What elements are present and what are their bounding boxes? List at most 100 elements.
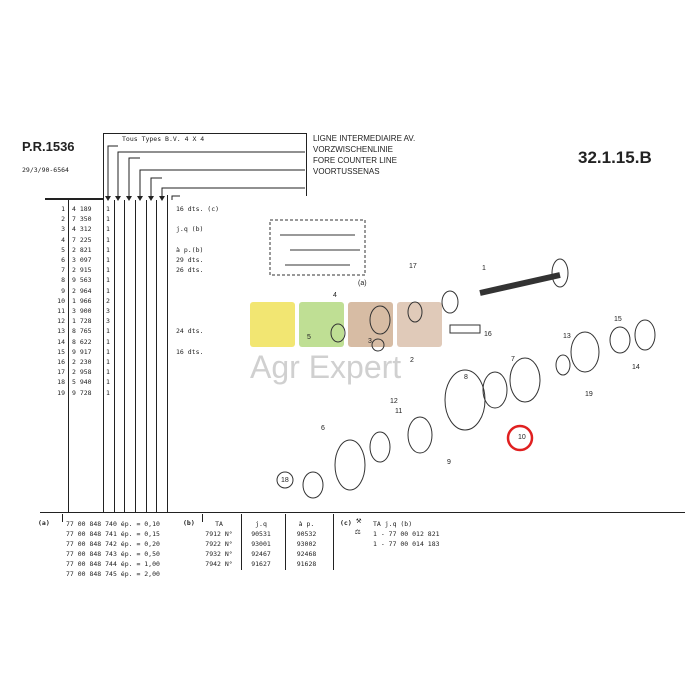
shim-row: 77 00 848 745 ép. = 2,00 bbox=[66, 570, 160, 578]
part-ref: 9 728 bbox=[72, 388, 92, 397]
cell: 7932 N° bbox=[205, 550, 233, 558]
section-code: 32.1.15.B bbox=[578, 148, 652, 167]
part-ref: 4 189 bbox=[72, 205, 92, 213]
part-qty: 1 bbox=[106, 378, 110, 387]
callout-11: 11 bbox=[395, 408, 402, 415]
callout-2: 2 bbox=[410, 357, 414, 364]
callout-17: 17 bbox=[409, 263, 417, 270]
callout-19: 19 bbox=[585, 391, 593, 398]
part-qty: 1 bbox=[106, 347, 110, 356]
part-ref: 2 964 bbox=[72, 286, 92, 295]
part-qty: 2 bbox=[106, 296, 110, 305]
part-n: 18 bbox=[57, 378, 65, 387]
part-qty: 1 bbox=[106, 215, 110, 224]
note-b-label: (b) bbox=[183, 519, 195, 527]
part-ref: 1 728 bbox=[72, 317, 92, 326]
part-ref: 7 350 bbox=[72, 215, 92, 224]
callout-13: 13 bbox=[563, 333, 571, 340]
cell: 93002 bbox=[296, 540, 317, 548]
part-ref: 7 225 bbox=[72, 235, 92, 244]
part-note: 24 dts. bbox=[176, 327, 204, 336]
cell: TA bbox=[215, 520, 223, 528]
callout-12: 12 bbox=[390, 398, 398, 405]
callout-18: 18 bbox=[281, 477, 289, 484]
highlight-circle bbox=[506, 424, 534, 452]
shim-row: 77 00 848 744 ép. = 1,00 bbox=[66, 560, 160, 568]
cell: 90532 bbox=[296, 530, 317, 538]
part-ref: 4 312 bbox=[72, 225, 92, 234]
cell: j.q bbox=[255, 520, 267, 528]
callout-8: 8 bbox=[464, 374, 468, 381]
note-a-label: (a) bbox=[38, 519, 50, 527]
part-ref: 9 917 bbox=[72, 347, 92, 356]
part-n: 14 bbox=[57, 337, 65, 346]
part-qty: 1 bbox=[106, 286, 110, 295]
section-titles: LIGNE INTERMEDIAIRE AV. VORZWISCHENLINIE… bbox=[313, 133, 415, 177]
callout-1: 1 bbox=[482, 265, 486, 272]
callout-15: 15 bbox=[614, 316, 622, 323]
part-qty: 1 bbox=[106, 368, 110, 377]
part-n: 12 bbox=[57, 317, 65, 326]
callout-4: 4 bbox=[333, 292, 337, 299]
title-fr: LIGNE INTERMEDIAIRE AV. bbox=[313, 134, 416, 143]
part-ref: 1 966 bbox=[72, 296, 92, 305]
part-note: à p.(b) bbox=[176, 245, 204, 254]
part-qty: 1 bbox=[106, 276, 110, 285]
page-date: 29/3/90-6564 bbox=[22, 166, 69, 174]
tool-row: 1 - 77 00 012 821 bbox=[373, 530, 440, 538]
callout-5: 5 bbox=[307, 334, 311, 341]
note-c-label: (c) bbox=[340, 519, 352, 527]
part-n: 11 bbox=[57, 307, 65, 315]
part-ref: 9 563 bbox=[72, 276, 92, 285]
callout-3: 3 bbox=[368, 338, 372, 345]
types-label: Tous Types B.V. 4 X 4 bbox=[122, 135, 205, 143]
title-nl: VOORTUSSENAS bbox=[313, 167, 380, 176]
title-en: FORE COUNTER LINE bbox=[313, 156, 398, 165]
cell: 92467 bbox=[251, 550, 271, 558]
part-n: 15 bbox=[57, 347, 65, 356]
cell: 90531 bbox=[251, 530, 271, 538]
part-qty: 1 bbox=[106, 256, 110, 264]
watermark-text: Agr Expert bbox=[250, 349, 402, 385]
column-arrows bbox=[105, 145, 305, 201]
part-note: j.q (b) bbox=[176, 225, 204, 234]
wrench-icon: ⚒ bbox=[356, 516, 362, 526]
part-ref: 2 821 bbox=[72, 245, 92, 254]
part-n: 2 bbox=[61, 215, 65, 224]
part-qty: 1 bbox=[106, 225, 110, 234]
part-ref: 2 230 bbox=[72, 358, 92, 366]
part-ref: 3 900 bbox=[72, 307, 92, 315]
part-n: 19 bbox=[57, 388, 65, 397]
shim-row: 77 00 848 743 ép. = 0,50 bbox=[66, 550, 160, 558]
table-row: TA j.q à p. bbox=[200, 519, 329, 529]
part-ref: 2 958 bbox=[72, 368, 92, 377]
part-qty: 1 bbox=[106, 337, 110, 346]
part-note: 26 dts. bbox=[176, 266, 204, 275]
callout-9: 9 bbox=[447, 459, 451, 466]
cell: à p. bbox=[298, 520, 315, 528]
callout-6: 6 bbox=[321, 425, 325, 432]
shim-row: 77 00 848 740 ép. = 0,10 bbox=[66, 520, 160, 528]
part-qty: 1 bbox=[106, 205, 110, 213]
part-qty: 1 bbox=[106, 235, 110, 244]
cell: 7942 N° bbox=[205, 560, 233, 568]
part-ref: 5 940 bbox=[72, 378, 92, 387]
part-n: 7 bbox=[61, 266, 65, 275]
part-note: 16 dts. bbox=[176, 347, 204, 356]
part-qty: 3 bbox=[106, 317, 110, 326]
cell: 91628 bbox=[296, 560, 317, 568]
page-reference: P.R.1536 bbox=[22, 139, 75, 154]
part-n: 9 bbox=[61, 286, 65, 295]
cell: 7912 N° bbox=[205, 530, 233, 538]
part-note: 16 dts. (c) bbox=[176, 205, 220, 213]
tool-row: 1 - 77 00 014 183 bbox=[373, 540, 440, 548]
cell: 93001 bbox=[251, 540, 271, 548]
part-qty: 1 bbox=[106, 388, 110, 397]
part-n: 8 bbox=[61, 276, 65, 285]
